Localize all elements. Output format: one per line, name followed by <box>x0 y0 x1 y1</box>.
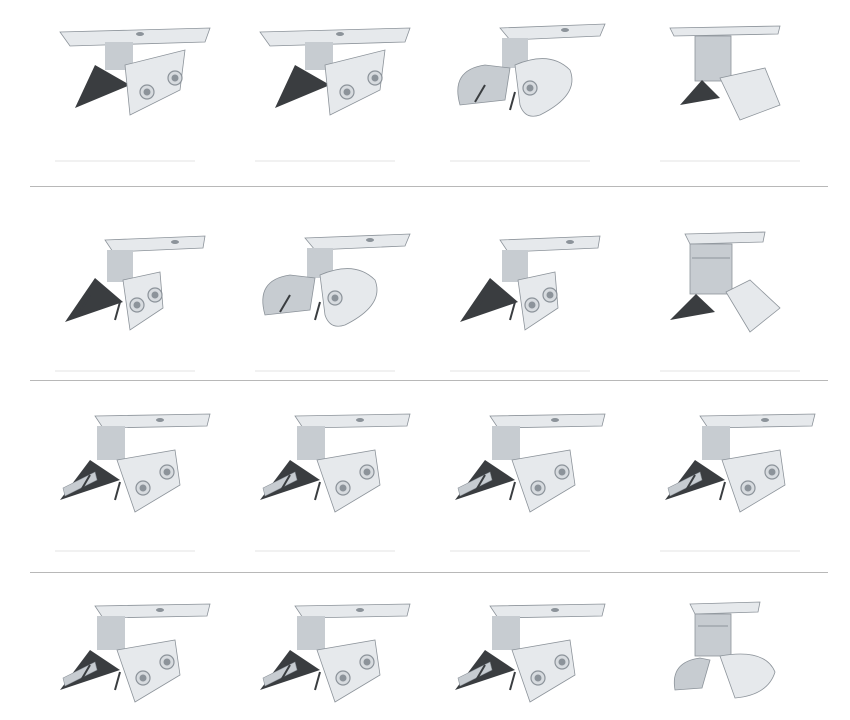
bracket-z-bracket-v-base-screws <box>60 413 211 513</box>
caption-placeholder <box>55 550 195 552</box>
bracket-image <box>235 220 435 350</box>
bracket-image <box>235 590 435 720</box>
bracket-image <box>430 590 630 720</box>
bracket-image <box>640 400 840 530</box>
bracket-flat-top-straight <box>669 25 781 121</box>
bracket-image <box>35 400 235 530</box>
bracket-flat-top-v-base <box>59 27 211 116</box>
bracket-image <box>35 590 235 720</box>
caption-placeholder <box>255 370 395 372</box>
bracket-image <box>35 220 235 350</box>
bracket-z-bracket-v-base <box>460 235 601 331</box>
bracket-z-bracket-v-base-screws <box>260 603 411 703</box>
bracket-image <box>640 590 840 720</box>
caption-placeholder <box>255 550 395 552</box>
caption-placeholder <box>450 550 590 552</box>
bracket-image <box>430 10 630 140</box>
bracket-image <box>430 400 630 530</box>
bracket-z-bracket-v-base-screws <box>60 603 211 703</box>
row-divider <box>30 186 828 187</box>
bracket-z-bracket-v-base-screws <box>260 413 411 513</box>
bracket-hook-curved-base <box>457 23 606 117</box>
bracket-channel-curved-base <box>673 601 776 699</box>
bracket-flat-top-v-base <box>259 27 411 116</box>
caption-placeholder <box>660 550 800 552</box>
bracket-image <box>235 10 435 140</box>
bracket-z-bracket-v-base-screws <box>455 603 606 703</box>
bracket-z-bracket-v-base <box>65 235 206 331</box>
bracket-image <box>430 220 630 350</box>
caption-placeholder <box>55 370 195 372</box>
caption-placeholder <box>450 370 590 372</box>
row-divider <box>30 380 828 381</box>
caption-placeholder <box>450 160 590 162</box>
row-divider <box>30 572 828 573</box>
bracket-z-bracket-v-base-screws <box>455 413 606 513</box>
bracket-image <box>640 10 840 140</box>
caption-placeholder <box>660 370 800 372</box>
bracket-image <box>640 220 840 350</box>
caption-placeholder <box>255 160 395 162</box>
bracket-hook-curved-base <box>262 233 411 327</box>
bracket-channel-flat-base <box>670 231 781 333</box>
bracket-image <box>35 10 235 140</box>
caption-placeholder <box>55 160 195 162</box>
caption-placeholder <box>660 160 800 162</box>
bracket-z-bracket-v-base-screws <box>665 413 816 513</box>
bracket-image <box>235 400 435 530</box>
